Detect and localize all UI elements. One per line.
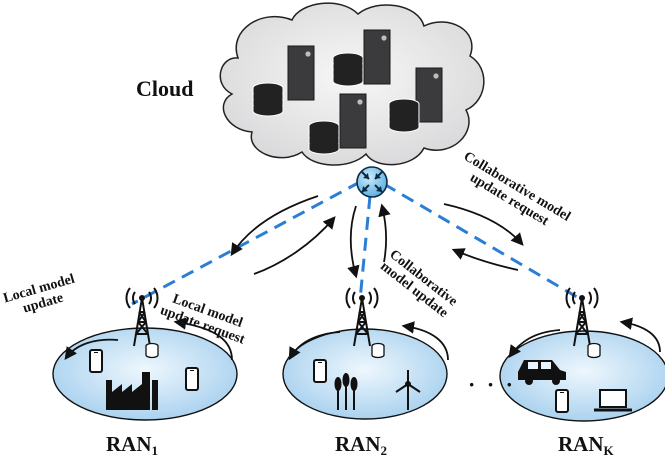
router-icon (356, 166, 388, 198)
ran-2-name: RAN (335, 432, 381, 456)
ran-k-name: RAN (558, 432, 604, 456)
ran-k-label: RANK (558, 433, 614, 458)
car-icon (518, 360, 566, 385)
ran-k-side-arrows (508, 317, 661, 359)
ran-2-area (282, 328, 448, 420)
factory-icon (106, 372, 158, 410)
ellipsis: · · · (468, 372, 517, 397)
ran-k-subscript: K (603, 443, 614, 458)
wheat-icon (334, 373, 358, 410)
laptop-icon (594, 389, 632, 412)
ran-2-label: RAN2 (335, 433, 387, 458)
ran-k-area (499, 330, 665, 422)
wind-turbine-icon (395, 370, 421, 410)
ran-2-subscript: 2 (380, 443, 388, 458)
ran-1-side-arrows (64, 317, 233, 361)
ran-2-side-arrows (288, 321, 449, 361)
ran-1-subscript: 1 (151, 443, 159, 458)
update-arrows (230, 195, 524, 279)
ran-1-label: RAN1 (106, 433, 158, 458)
ran-1-area (52, 327, 238, 421)
dashed-links (131, 180, 583, 306)
ran-1-name: RAN (106, 432, 152, 456)
cloud-label: Cloud (136, 76, 194, 101)
